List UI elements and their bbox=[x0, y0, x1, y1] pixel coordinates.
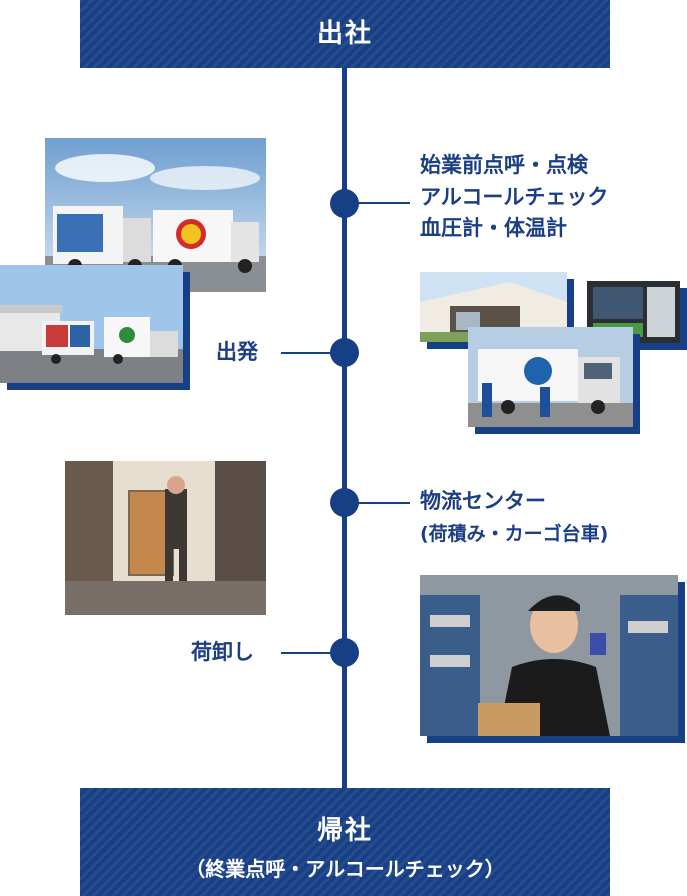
connector-1 bbox=[358, 202, 410, 204]
start-box: 出社 bbox=[80, 0, 610, 68]
worker-photo bbox=[420, 575, 678, 736]
timeline-dot-3 bbox=[330, 488, 359, 517]
end-box: 帰社 （終業点呼・アルコールチェック） bbox=[80, 788, 610, 896]
step-1-line-1: 始業前点呼・点検 bbox=[420, 153, 588, 177]
timeline-dot-2 bbox=[330, 338, 359, 367]
step-2-line-1: 出発 bbox=[216, 340, 258, 364]
step-1-line-3: 血圧計・体温計 bbox=[420, 216, 567, 240]
step-1-label: 始業前点呼・点検 アルコールチェック 血圧計・体温計 bbox=[420, 150, 608, 245]
start-label: 出社 bbox=[316, 19, 373, 49]
inspection-photo bbox=[468, 327, 633, 427]
step-1-line-2: アルコールチェック bbox=[420, 184, 609, 209]
step-3-line-2: (荷積み・カーゴ台車) bbox=[420, 522, 609, 545]
end-sublabel: （終業点呼・アルコールチェック） bbox=[185, 857, 505, 881]
connector-3 bbox=[358, 502, 410, 504]
end-label: 帰社 bbox=[316, 816, 373, 846]
step-4-label: 荷卸し bbox=[191, 637, 254, 669]
timeline-dot-4 bbox=[330, 638, 359, 667]
step-3-line-1: 物流センター bbox=[420, 489, 546, 513]
connector-2 bbox=[281, 352, 331, 354]
step-2-label: 出発 bbox=[216, 337, 258, 369]
timeline-line bbox=[342, 68, 347, 788]
timeline-dot-1 bbox=[330, 189, 359, 218]
step-4-line-1: 荷卸し bbox=[191, 640, 254, 664]
depot-photo bbox=[0, 265, 183, 383]
trucks-photo bbox=[45, 138, 266, 292]
connector-4 bbox=[281, 652, 331, 654]
step-3-label: 物流センター (荷積み・カーゴ台車) bbox=[420, 486, 608, 548]
logistics-center-photo bbox=[65, 461, 266, 615]
